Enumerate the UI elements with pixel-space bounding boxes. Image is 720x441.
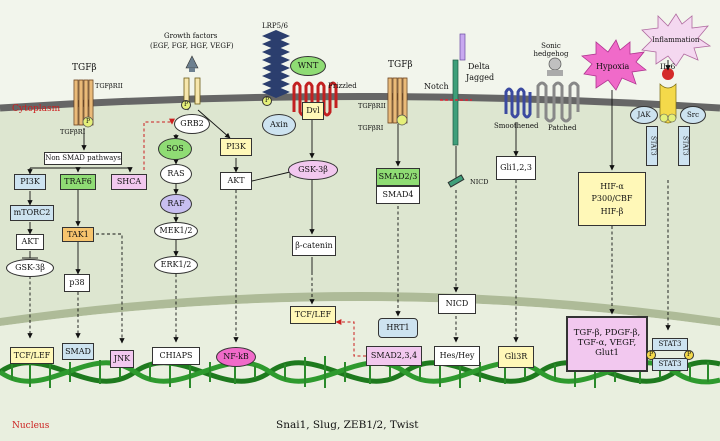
il6-receptor [659, 68, 677, 124]
phospho-stat3-right: P [684, 350, 694, 360]
smoothened-receptor [504, 87, 532, 119]
sonic-hedgehog-label: Sonic hedgehog [533, 42, 569, 58]
tcf-lef-box-wnt: TCF/LEF [290, 306, 336, 324]
jnk-box: JNK [110, 350, 134, 368]
pi3k-box-gf: PI3K [220, 138, 252, 156]
gli3r-box: Gli3R [498, 346, 534, 368]
hif-alpha-label: HIF-α [600, 182, 624, 192]
gsk3b-oval-left: GSK-3β [6, 259, 54, 277]
phospho-wnt: P [262, 96, 272, 106]
stat3-left-vertical: STAT3 [646, 126, 658, 166]
gsk3b-oval-wnt: GSK-3β [288, 160, 338, 180]
beta-catenin-box: β-catenin [292, 236, 336, 256]
growth-factor-receptor [183, 55, 201, 105]
src-oval: Src [680, 106, 706, 124]
transcription-factors-label: Snai1, Slug, ZEB1/2, Twist [276, 419, 419, 431]
sos-oval: SOS [158, 138, 192, 160]
p300-label: P300/CBF [591, 194, 633, 204]
smoothened-label: Smoothened [494, 122, 539, 130]
dvl-box: Dvl [302, 102, 324, 120]
tgfb-receptor-right [387, 77, 408, 126]
nucleus-label: Nucleus [12, 421, 50, 431]
hif-complex-box: HIF-α P300/CBF HIF-β [578, 172, 646, 226]
nuclear-envelope [0, 292, 720, 326]
stat3-right-vertical: STAT3 [678, 126, 690, 166]
inflammation-label: Inflammation [652, 36, 700, 44]
shca-box: SHCA [111, 174, 147, 190]
hypoxia-burst [581, 39, 647, 91]
tgfb-ligand-right: TGFβ [388, 60, 413, 70]
tgfb-ligand-left: TGFβ [72, 63, 97, 73]
nicd-nucleus-box: NICD [438, 294, 476, 314]
pi3k-box-left: PI3K [14, 174, 46, 190]
non-smad-pathways-box: Non SMAD pathways [44, 152, 122, 165]
hif-beta-label: HIF-β [600, 206, 624, 216]
lrp-label: LRP5/6 [262, 22, 288, 30]
smad23-box: SMAD2/3 [376, 168, 420, 186]
axin-oval: Axin [262, 114, 296, 136]
jagged-label: Jagged [466, 73, 495, 82]
ras-oval: RAS [160, 164, 192, 184]
gli123-box: Gli1,2,3 [496, 156, 536, 180]
mtorc2-box: mTORC2 [10, 205, 54, 221]
erk-oval: ERK1/2 [154, 256, 198, 274]
tak1-box: TAK1 [62, 227, 94, 242]
tcf-lef-box-left: TCF/LEF [10, 347, 54, 364]
phospho-stat3-left: P [646, 350, 656, 360]
inflammation-burst [641, 13, 712, 67]
mek-oval: MEK1/2 [154, 222, 198, 240]
cell-membrane [0, 93, 720, 112]
hes-hey-box: Hes/Hey [434, 346, 480, 366]
hrt1-box: HRT1 [378, 318, 418, 338]
tgfb-receptor-left [73, 79, 94, 128]
phospho-gf: P [181, 100, 191, 110]
tgfbrii-right: TGFβRII [358, 102, 386, 110]
p38-box: p38 [64, 274, 90, 292]
traf6-box: TRAF6 [60, 174, 96, 190]
il6-label: IL-6 [660, 62, 676, 71]
nucleus-region [0, 301, 720, 441]
nfkb-oval: NF-kB [216, 347, 256, 367]
notch-label: Notch [424, 82, 449, 91]
delta-label: Delta [468, 62, 490, 71]
stat3-dimer-bottom: STAT3 [652, 358, 688, 371]
wnt-oval: WNT [290, 56, 326, 76]
akt-box-left: AKT [16, 234, 44, 250]
frizzled-label: Frizzled [328, 82, 357, 90]
smad234-box: SMAD2,3,4 [366, 346, 422, 366]
raf-oval: RAF [160, 194, 192, 214]
growth-factors-examples: (EGF, FGF, HGF, VEGF) [150, 42, 234, 50]
nicd-cyto-label: NICD [470, 178, 489, 186]
hypoxia-targets-box: TGF-β, PDGF-β, TGF-α, VEGF, Glut1 [566, 316, 648, 372]
lrp-coreceptor [262, 30, 290, 98]
tgfbri-left: TGFβRI [60, 128, 86, 136]
cytoplasm-label: Cytoplasm [12, 104, 61, 114]
tgfbrii-left: TGFβRII [95, 82, 123, 90]
stat3-dimer-top: STAT3 [652, 338, 688, 351]
smad-box-left: SMAD [62, 343, 94, 360]
jak-oval: JAK [630, 106, 658, 124]
tgfbri-right: TGFβRI [358, 124, 384, 132]
phospho-left: P [85, 117, 91, 125]
hypoxia-label: Hypoxia [596, 62, 630, 71]
growth-factors-title: Growth factors [164, 32, 218, 40]
akt-box-gf: AKT [220, 172, 252, 190]
chiaps-box: CHIAPS [152, 347, 200, 365]
patched-label: Patched [548, 124, 577, 132]
notch-receptor [440, 33, 472, 146]
patched-receptor [536, 81, 580, 123]
smad4-box: SMAD4 [376, 186, 420, 204]
grb2-oval: GRB2 [174, 114, 210, 134]
